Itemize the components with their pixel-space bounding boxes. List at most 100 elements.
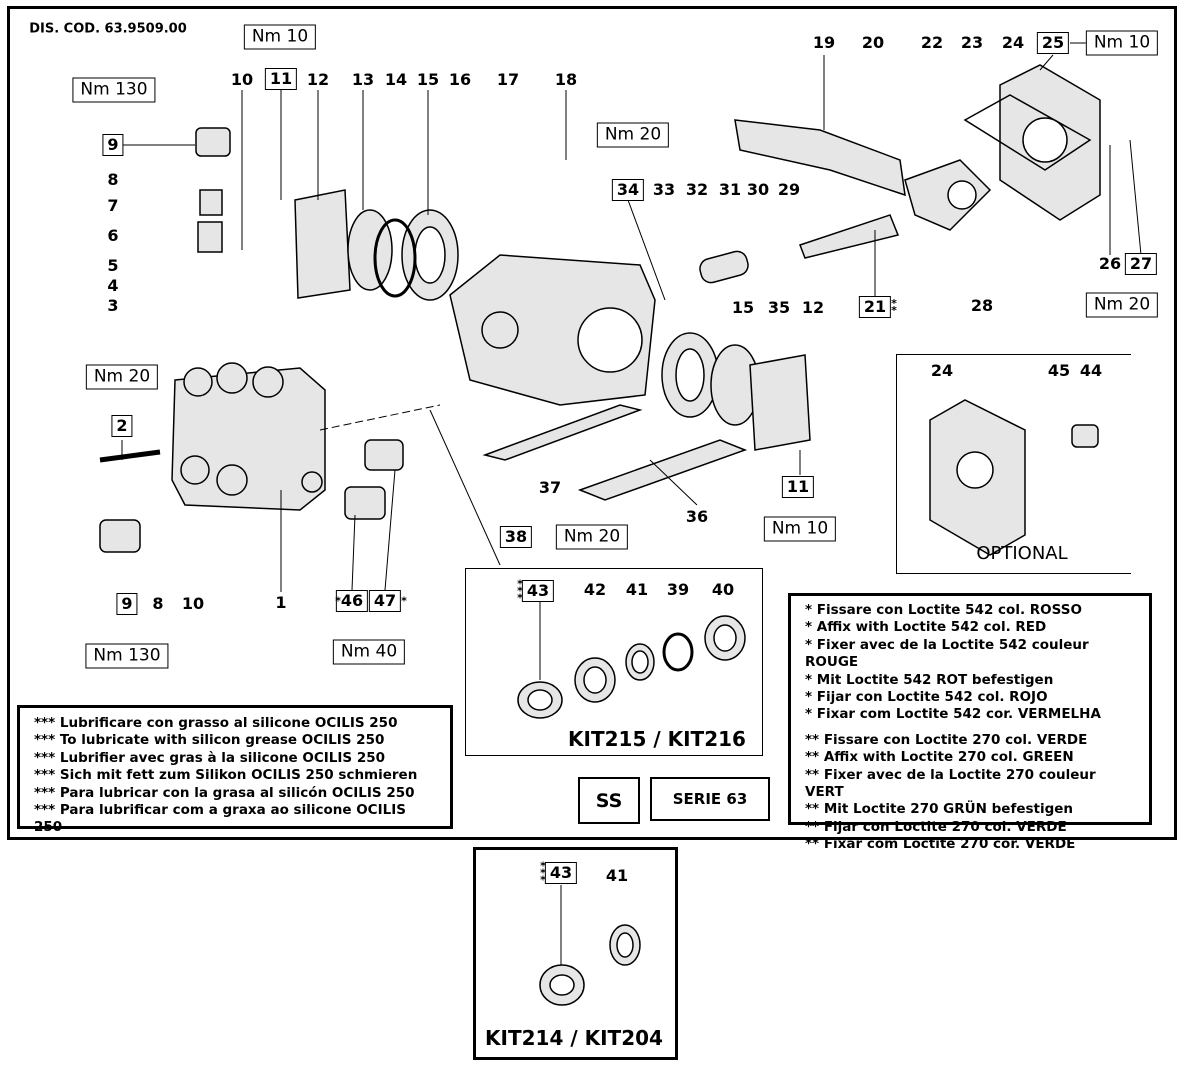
part-callout: 40	[711, 580, 735, 599]
loctite-notes: * Fissare con Loctite 542 col. ROSSO* Af…	[788, 593, 1152, 852]
part-callout: 29	[777, 180, 801, 199]
note-line: ** Mit Loctite 270 GRÜN befestigen	[805, 801, 1074, 818]
note-line: ** Affix with Loctite 270 col. GREEN	[805, 749, 1074, 766]
part-callout: 10	[181, 594, 205, 613]
note-line: *** Para lubrificar com a graxa ao silic…	[34, 802, 406, 836]
asterisk-marker: **	[891, 297, 897, 317]
asterisk-marker: *	[335, 594, 341, 608]
part-callout: 41	[625, 580, 649, 599]
kit-bottom-frame	[473, 847, 678, 1060]
part-callout: 39	[666, 580, 690, 599]
part-callout: 35	[767, 298, 791, 317]
note-line: * Mit Loctite 542 ROT befestigen	[805, 671, 1054, 688]
asterisk-marker: ***	[540, 859, 546, 887]
note-line: * Fijar con Loctite 542 col. ROJO	[805, 689, 1048, 706]
part-callout: 22	[920, 33, 944, 52]
part-callout: 31	[718, 180, 742, 199]
crankshaft-part	[734, 119, 906, 197]
part-callout: 16	[448, 70, 472, 89]
boxed-part-callout: 25	[1036, 32, 1070, 54]
torque-label: Nm 40	[332, 639, 406, 665]
torque-label: Nm 20	[596, 122, 670, 148]
boxed-part-callout: 21	[858, 296, 892, 318]
part-callout: 12	[306, 70, 330, 89]
boxed-part-callout: 43	[544, 862, 578, 884]
main-drawing-frame	[7, 6, 1177, 840]
note-line: *** To lubricate with silicon grease OCI…	[34, 732, 385, 749]
kit-main-label: KIT215 / KIT216	[568, 727, 746, 751]
optional-label: OPTIONAL	[976, 543, 1068, 564]
part-callout: 5	[107, 256, 119, 275]
part-callout: 45	[1047, 361, 1071, 380]
torque-label: Nm 10	[763, 516, 837, 542]
part-callout: 1	[275, 593, 287, 612]
part-callout: 44	[1079, 361, 1103, 380]
part-callout: 24	[930, 361, 954, 380]
torque-label: Nm 130	[72, 77, 156, 103]
boxed-part-callout: 34	[611, 179, 645, 201]
mounting-rail-part	[482, 404, 643, 461]
part-callout: 19	[812, 33, 836, 52]
part-callout: 3	[107, 296, 119, 315]
boxed-part-callout: 9	[102, 134, 124, 156]
boxed-part-callout: 9	[116, 593, 138, 615]
note-line: *** Sich mit fett zum Silikon OCILIS 250…	[34, 767, 418, 784]
part-callout: 8	[107, 170, 119, 189]
part-callout: 23	[960, 33, 984, 52]
series-badge: SERIE 63	[650, 777, 770, 821]
note-line: * Affix with Loctite 542 col. RED	[805, 619, 1047, 636]
torque-label: Nm 10	[1085, 30, 1159, 56]
part-callout: 17	[496, 70, 520, 89]
boxed-part-callout: 43	[521, 580, 555, 602]
part-callout: 8	[152, 594, 164, 613]
kit-bottom-label: KIT214 / KIT204	[485, 1026, 663, 1050]
optional-frame	[896, 354, 1131, 574]
flange-plate-part	[294, 189, 351, 299]
torque-label: Nm 130	[85, 643, 169, 669]
part-callout: 15	[416, 70, 440, 89]
torque-label: Nm 20	[1085, 292, 1159, 318]
part-callout: 6	[107, 226, 119, 245]
torque-label: Nm 20	[555, 524, 629, 550]
boxed-part-callout: 11	[264, 68, 298, 90]
kit-main-frame	[465, 568, 763, 756]
part-callout: 4	[107, 276, 119, 295]
pump-head-part	[171, 367, 326, 511]
part-callout: 37	[538, 478, 562, 497]
oil-plug-part	[195, 127, 231, 157]
part-callout: 14	[384, 70, 408, 89]
part-callout: 36	[685, 507, 709, 526]
note-line: * Fixer avec de la Loctite 542 couleur R…	[805, 636, 1089, 671]
part-callout: 7	[107, 196, 119, 215]
note-line: * Fissare con Loctite 542 col. ROSSO	[805, 602, 1082, 618]
part-callout: 41	[605, 866, 629, 885]
part-callout: 26	[1098, 254, 1122, 273]
note-line: ** Fijar con Loctite 270 col. VERDE	[805, 818, 1067, 835]
part-callout: 33	[652, 180, 676, 199]
ss-badge: SS	[578, 777, 640, 824]
note-line: ** Fixar com Loctite 270 cor. VERDE	[805, 836, 1076, 853]
part-callout: 18	[554, 70, 578, 89]
part-callout: 32	[685, 180, 709, 199]
part-callout: 13	[351, 70, 375, 89]
asterisk-marker: ***	[517, 577, 523, 605]
note-line: *** Lubrificare con grasso al silicone O…	[34, 715, 398, 731]
boxed-part-callout: 2	[111, 415, 133, 437]
torque-label: Nm 20	[85, 364, 159, 390]
part-callout: 30	[746, 180, 770, 199]
note-line: *** Lubrifier avec gras à la silicone OC…	[34, 749, 386, 766]
part-callout: 24	[1001, 33, 1025, 52]
part-callout: 12	[801, 298, 825, 317]
part-callout: 42	[583, 580, 607, 599]
torque-label: Nm 10	[243, 24, 317, 50]
boxed-part-callout: 38	[499, 526, 533, 548]
drawing-code: DIS. COD. 63.9509.00	[29, 21, 187, 37]
boxed-part-callout: 47	[368, 590, 402, 612]
boxed-part-callout: 46	[335, 590, 369, 612]
note-line: ** Fixer avec de la Loctite 270 couleur …	[805, 766, 1096, 801]
part-callout: 20	[861, 33, 885, 52]
part-callout: 10	[230, 70, 254, 89]
grease-notes: *** Lubrificare con grasso al silicone O…	[17, 705, 453, 835]
part-callout: 28	[970, 296, 994, 315]
